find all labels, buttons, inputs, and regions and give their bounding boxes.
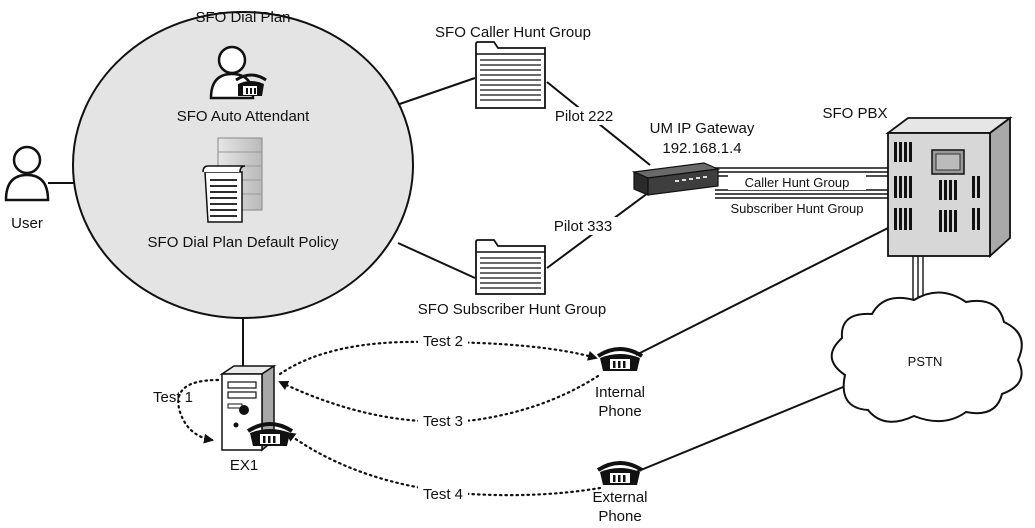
- ex1-label: EX1: [230, 457, 258, 474]
- test-3-path: [278, 374, 600, 423]
- pilot-333-label: Pilot 333: [554, 218, 612, 235]
- test-1-label: Test 1: [153, 389, 193, 406]
- pstn-to-external-phone-line: [635, 384, 849, 473]
- internal-phone-icon: [596, 347, 644, 371]
- external-phone-label-line2: Phone: [598, 508, 641, 525]
- gateway-ip-label: 192.168.1.4: [662, 140, 741, 157]
- pbx-subscriber-hunt-group-link-label: Subscriber Hunt Group: [731, 201, 864, 216]
- subscriber-hunt-group-icon: [475, 239, 546, 295]
- subscriber-hunt-group-label: SFO Subscriber Hunt Group: [418, 301, 606, 318]
- test-4-label: Test 4: [423, 486, 463, 503]
- pstn-label: PSTN: [908, 354, 943, 369]
- external-phone-label-line1: External: [592, 489, 647, 506]
- pbx-cabinet-icon: [885, 116, 1013, 259]
- test-3-label: Test 3: [423, 413, 463, 430]
- caller-hunt-group-icon: [475, 41, 546, 109]
- dialplan-to-subscriber-huntgroup-line: [397, 242, 476, 279]
- pbx-caller-hunt-group-link-label: Caller Hunt Group: [745, 175, 850, 190]
- default-policy-icon: [202, 137, 263, 223]
- pbx-to-internal-phone-line: [635, 227, 889, 356]
- ip-gateway-device-icon: [631, 162, 721, 196]
- pstn-cloud: [830, 291, 1023, 423]
- gateway-name-label: UM IP Gateway: [650, 120, 755, 137]
- caller-hunt-group-label: SFO Caller Hunt Group: [435, 24, 591, 41]
- dialplan-to-caller-huntgroup-line: [387, 77, 476, 109]
- test-2-label: Test 2: [423, 333, 463, 350]
- pilot-222-label: Pilot 222: [555, 108, 613, 125]
- internal-phone-label-line2: Phone: [598, 403, 641, 420]
- dial-plan-title: SFO Dial Plan: [195, 9, 290, 26]
- default-policy-label: SFO Dial Plan Default Policy: [148, 234, 339, 251]
- auto-attendant-label: SFO Auto Attendant: [177, 108, 310, 125]
- test-1-path: [177, 378, 220, 444]
- user-label: User: [11, 215, 43, 232]
- ex1-phone-icon: [246, 422, 294, 446]
- ex1-connection-dot: [239, 405, 249, 415]
- internal-phone-label-line1: Internal: [595, 384, 645, 401]
- external-phone-icon: [596, 461, 644, 485]
- auto-attendant-icon: [209, 45, 267, 100]
- gateway-to-pbx-subscriber-trunk: [715, 189, 888, 199]
- pbx-label: SFO PBX: [822, 105, 887, 122]
- user-icon: [4, 145, 50, 202]
